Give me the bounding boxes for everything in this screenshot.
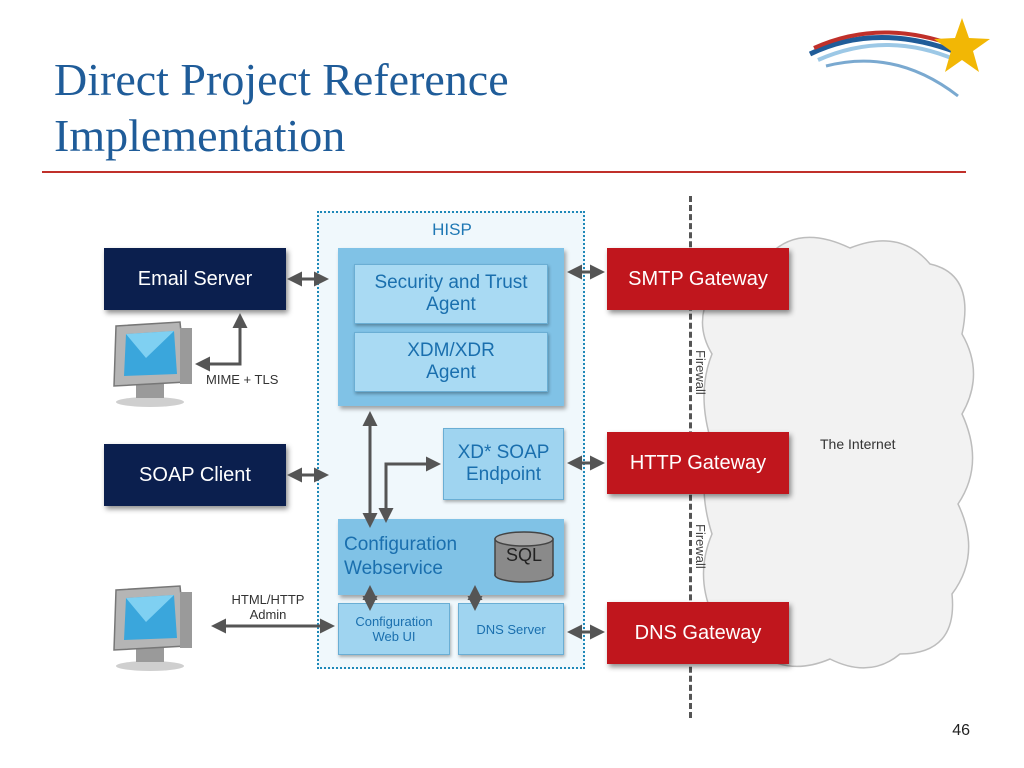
xdm-xdr-agent-box: XDM/XDR Agent [354,332,548,392]
arrow-mime-tls [195,313,248,372]
sql-label: SQL [505,545,543,565]
smtp-gateway-box: SMTP Gateway [607,248,789,310]
configuration-webservice-label: Configuration Webservice [344,534,458,579]
security-trust-agent-box: Security and Trust Agent [354,264,548,324]
slide-title-line-2: Implementation [54,110,346,161]
security-trust-agent-label: Security and Trust Agent [374,272,528,315]
configuration-web-ui-box: Configuration Web UI [338,603,450,655]
mime-tls-label: MIME + TLS [206,372,279,387]
xdm-xdr-agent-label: XDM/XDR Agent [407,340,495,383]
shooting-star-logo [808,18,990,98]
email-server-label: Email Server [137,267,253,290]
slide-title: Direct Project Reference Implementation [54,52,774,164]
title-divider [42,171,966,173]
http-gateway-box: HTTP Gateway [607,432,789,494]
dns-server-label: DNS Server [476,621,546,637]
sql-database-icon [494,531,554,583]
xd-soap-endpoint-box: XD* SOAP Endpoint [443,428,564,500]
firewall-label-lower: Firewall [693,524,708,569]
smtp-gateway-label: SMTP Gateway [628,267,768,290]
hisp-label: HISP [432,220,472,239]
user-computer-icon [113,321,192,407]
soap-client-label: SOAP Client [139,463,251,486]
soap-client-box: SOAP Client [104,444,286,506]
slide-title-line-1: Direct Project Reference [54,54,509,105]
xd-soap-endpoint-label: XD* SOAP Endpoint [457,442,550,485]
html-http-admin-label: HTML/HTTP Admin [231,592,305,622]
dns-server-box: DNS Server [458,603,564,655]
configuration-web-ui-label: Configuration Web UI [355,614,433,644]
firewall-label-upper: Firewall [693,350,708,395]
dns-gateway-box: DNS Gateway [607,602,789,664]
dns-gateway-label: DNS Gateway [634,621,762,644]
internet-label: The Internet [820,436,896,452]
internet-cloud [701,236,975,669]
page-number: 46 [952,722,970,739]
http-gateway-label: HTTP Gateway [629,451,767,474]
email-server-box: Email Server [104,248,286,310]
admin-computer-icon [113,585,192,671]
